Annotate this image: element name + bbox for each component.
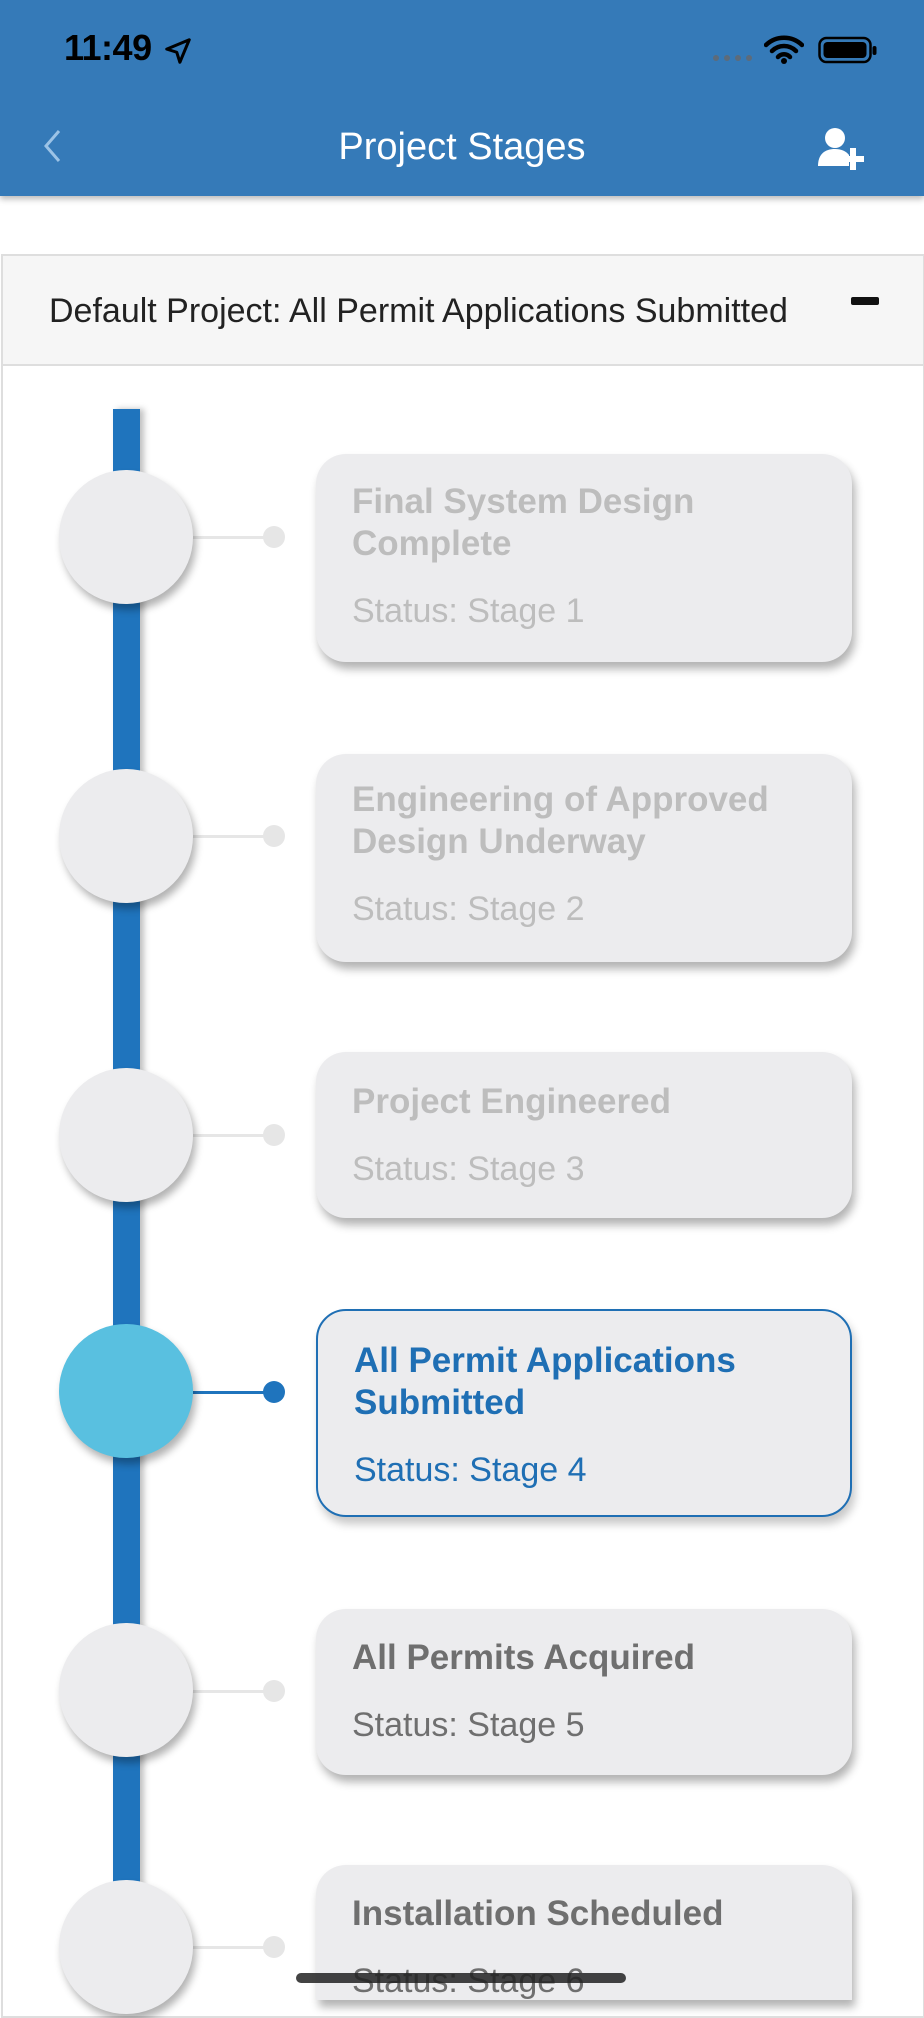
stage-name: All Permits Acquired [352, 1638, 695, 1677]
stage-card[interactable]: Engineering of Approved Design Underway … [316, 754, 852, 962]
stage-card[interactable]: Project Engineered Status: Stage 3 [316, 1052, 852, 1218]
page-title: Project Stages [338, 126, 586, 168]
stage-connector [193, 1680, 285, 1702]
stage-node [59, 1623, 193, 1757]
stage-name: Engineering of Approved [352, 780, 769, 819]
add-user-button[interactable] [812, 120, 876, 176]
stage-connector [193, 526, 285, 548]
stage-card-current[interactable]: All Permit Applications Submitted Status… [316, 1309, 852, 1517]
stage-status: Status: Stage 2 [352, 890, 585, 928]
stage-name: Submitted [354, 1383, 526, 1422]
battery-icon [818, 36, 877, 64]
connector-dot [263, 1124, 285, 1146]
stage-node [59, 470, 193, 604]
stage-card[interactable]: Final System Design Complete Status: Sta… [316, 454, 852, 662]
minus-icon [851, 297, 879, 305]
connector-dot [263, 526, 285, 548]
connector-dot [263, 1680, 285, 1702]
connector-dot [263, 1936, 285, 1958]
stage-status: Status: Stage 3 [352, 1150, 585, 1188]
stage-connector [193, 1936, 285, 1958]
wifi-icon [764, 35, 804, 64]
stage-status: Status: Stage 5 [352, 1706, 585, 1744]
stage-status: Status: Stage 4 [354, 1451, 587, 1489]
stage-status: Status: Stage 1 [352, 592, 585, 630]
stage-node [59, 769, 193, 903]
stage-name: Installation Scheduled [352, 1894, 724, 1933]
timeline-rail [113, 409, 140, 2009]
app-header: 11:49 Project Stages [0, 0, 924, 196]
connector-dot [263, 825, 285, 847]
chevron-left-icon [44, 130, 61, 162]
stage-name: Final System Design [352, 482, 695, 521]
connector-dot [263, 1381, 285, 1403]
location-arrow-icon [165, 38, 191, 64]
stage-connector-current [193, 1381, 285, 1403]
status-bar-time: 11:49 [64, 27, 152, 68]
stage-name: Design Underway [352, 822, 646, 861]
stage-name: Project Engineered [352, 1082, 671, 1121]
stage-connector [193, 1124, 285, 1146]
back-button[interactable] [30, 120, 74, 172]
stage-card[interactable]: All Permits Acquired Status: Stage 5 [316, 1609, 852, 1775]
stage-node-current [59, 1324, 193, 1458]
collapse-button[interactable] [851, 286, 881, 316]
stage-connector [193, 825, 285, 847]
home-indicator [296, 1973, 626, 1983]
project-label: Default Project: All Permit Applications… [49, 292, 788, 330]
add-user-icon [818, 128, 864, 170]
signal-icon [713, 55, 752, 61]
stage-node [59, 1068, 193, 1202]
stage-node [59, 1880, 193, 2014]
stage-name: All Permit Applications [354, 1341, 736, 1380]
project-header[interactable]: Default Project: All Permit Applications… [3, 256, 923, 366]
stage-name: Complete [352, 524, 512, 563]
